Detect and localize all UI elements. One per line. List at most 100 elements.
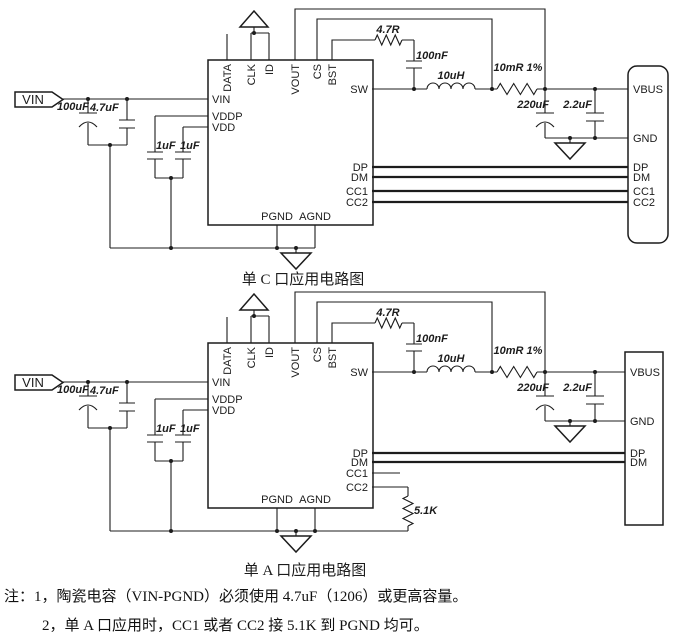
clk-id-wires — [250, 310, 270, 343]
resistor-5.1K — [401, 495, 415, 531]
ic-pin-sw: SW — [350, 367, 368, 379]
resistor-4.7R-value: 4.7R — [375, 307, 399, 319]
connector-cc2: CC2 — [633, 197, 655, 209]
ground-symbol — [279, 535, 313, 554]
cap-2.2uF-value: 2.2uF — [562, 99, 592, 111]
cap-4.7uF — [119, 382, 135, 428]
cs-sense-wire — [316, 18, 493, 89]
inductor-10uH — [426, 365, 476, 373]
ic-pin-cc2: CC2 — [346, 482, 368, 494]
ic-pin-cc2: CC2 — [346, 197, 368, 209]
ic-pin-cc1: CC1 — [346, 468, 368, 480]
cap-100nF — [402, 322, 422, 372]
cap-220uF — [535, 372, 555, 421]
resistor-4.7R-value: 4.7R — [375, 24, 399, 36]
supply-symbol — [238, 292, 270, 311]
supply-symbol — [238, 9, 270, 28]
connector-gnd: GND — [630, 416, 655, 428]
cap-vdd-1uF — [175, 409, 208, 461]
vout-sense-wire — [294, 8, 546, 89]
note-line-2: 2，单 A 口应用时，CC1 或者 CC2 接 5.1K 到 PGND 均可。 — [42, 618, 429, 634]
bst-wire — [331, 39, 375, 60]
cap-4.7uF-value: 4.7uF — [89, 102, 119, 114]
connector-cc1: CC1 — [633, 186, 655, 198]
resistor-4.7R — [374, 33, 403, 47]
circuit-a-caption: 单 A 口应用电路图 — [244, 561, 367, 579]
ic-pin-vddp: VDDP — [212, 394, 243, 406]
cap-220uF-value: 220uF — [516, 99, 549, 111]
resistor-10mR — [496, 82, 538, 96]
vin-port-label: VIN — [22, 92, 44, 107]
connector-vbus: VBUS — [633, 84, 663, 96]
input-cap-gnd-wire — [88, 144, 127, 248]
ground-symbol — [279, 252, 313, 271]
connector-dp: DP — [630, 448, 645, 460]
vdd-cap-gnd-wire — [155, 460, 183, 531]
cap-100uF — [78, 99, 98, 145]
inductor-10uH — [426, 82, 476, 90]
ic-pin-vddp: VDDP — [212, 111, 243, 123]
resistor-5.1K-value: 5.1K — [414, 505, 438, 517]
connector-gnd: GND — [633, 133, 658, 145]
output-ground-symbol — [553, 425, 587, 444]
ic-pin-agnd: AGND — [299, 494, 331, 506]
circuit-a: VIN 100uF 4.7uF 1uF 1uF VIN VDDP VDD PGN… — [14, 291, 664, 579]
ic-pin-cs: CS — [312, 64, 324, 79]
clk-id-wires — [250, 27, 270, 60]
ic-body — [207, 342, 374, 509]
vout-sense-wire — [294, 291, 546, 372]
cap-vddp-value: 1uF — [156, 140, 176, 152]
connector-dm: DM — [633, 172, 650, 184]
ic-pin-id: ID — [264, 347, 276, 358]
ic-pin-data: DATA — [222, 63, 234, 91]
resistor-10mR-value: 10mR 1% — [494, 62, 543, 74]
cap-vddp-1uF — [147, 115, 208, 178]
ic-pin-cc1: CC1 — [346, 186, 368, 198]
cap-100nF-value: 100nF — [416, 50, 448, 62]
cap-220uF — [535, 89, 555, 138]
cc2-wire — [372, 486, 409, 496]
ic-pin-cs: CS — [312, 347, 324, 362]
cap-100nF-value: 100nF — [416, 333, 448, 345]
usb-signal-wires — [372, 451, 625, 464]
ic-pin-dm: DM — [351, 457, 368, 469]
ic-pin-vin: VIN — [212, 94, 230, 106]
cap-100nF — [402, 39, 422, 89]
ic-pin-dp: DP — [353, 162, 368, 174]
bst-wire — [331, 322, 375, 343]
circuit-c: VIN 100uF 4.7uF 1uF 1uF VIN VDDP VDD PGN… — [14, 8, 669, 288]
input-cap-gnd-wire — [88, 427, 127, 531]
ic-pin-bst: BST — [327, 64, 339, 86]
resistor-10mR — [496, 365, 538, 379]
ic-pin-vin: VIN — [212, 377, 230, 389]
inductor-value: 10uH — [438, 353, 466, 365]
type-c-connector — [627, 65, 669, 244]
ic-pin-vout: VOUT — [290, 347, 302, 378]
type-a-connector — [624, 351, 664, 526]
connector-dm: DM — [630, 457, 647, 469]
cap-4.7uF — [119, 99, 135, 145]
ic-pin-dm: DM — [351, 172, 368, 184]
cap-100uF-value: 100uF — [57, 384, 89, 396]
cap-vdd-value: 1uF — [180, 423, 200, 435]
inductor-value: 10uH — [438, 70, 466, 82]
resistor-4.7R — [374, 316, 403, 330]
resistor-10mR-value: 10mR 1% — [494, 345, 543, 357]
cap-vddp-1uF — [147, 398, 208, 461]
circuit-c-caption: 单 C 口应用电路图 — [242, 270, 365, 288]
note-line-1: 注：1，陶瓷电容（VIN-PGND）必须使用 4.7uF（1206）或更高容量。 — [4, 589, 468, 605]
cap-4.7uF-value: 4.7uF — [89, 385, 119, 397]
ic-pin-clk: CLK — [246, 346, 258, 368]
ic-pin-bst: BST — [327, 347, 339, 369]
ic-pin-agnd: AGND — [299, 211, 331, 223]
ic-pin-vdd: VDD — [212, 122, 235, 134]
ic-pin-dp: DP — [353, 448, 368, 460]
ic-pin-data: DATA — [222, 346, 234, 374]
usb-signal-wires — [372, 165, 628, 204]
connector-dp: DP — [633, 162, 648, 174]
vin-port-symbol — [14, 91, 65, 108]
ic-pin-id: ID — [264, 64, 276, 75]
cap-100uF — [78, 382, 98, 428]
ground-bus — [110, 508, 408, 536]
